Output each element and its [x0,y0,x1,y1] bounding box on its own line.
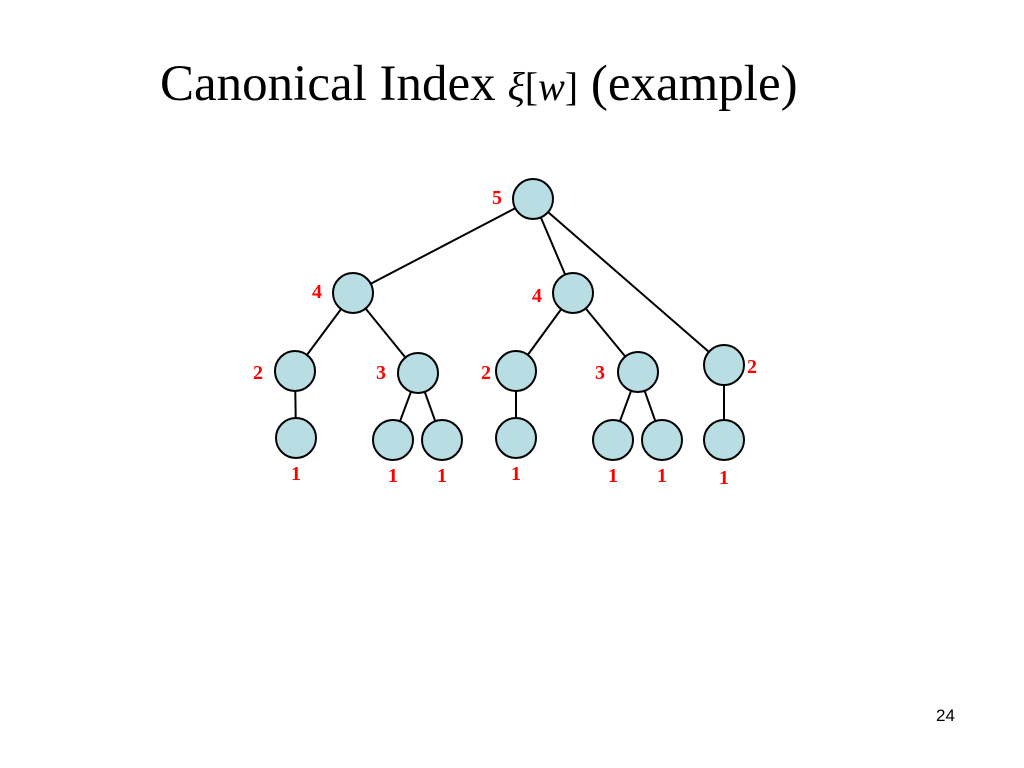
tree-node-a1x [275,417,317,459]
tree-node-label-a1x: 1 [291,463,301,485]
tree-node-label-a2: 3 [376,362,386,384]
tree-node-b1 [495,350,537,392]
tree-edge-root-c [532,198,725,366]
tree-node-label-b2y: 1 [657,465,667,487]
tree-node-b [552,272,594,314]
tree-node-b2 [617,351,659,393]
tree-node-a1 [274,350,316,392]
title-text: Canonical Index [160,56,496,112]
title-suffix: (example) [590,56,798,112]
tree-node-label-a: 4 [312,281,322,303]
tree-node-a2x [372,419,414,461]
tree-node-label-b2x: 1 [608,465,618,487]
page-number: 24 [936,706,955,725]
tree-node-label-a2y: 1 [437,465,447,487]
tree-nodes [274,178,745,461]
tree-node-label-a2x: 1 [388,465,398,487]
tree-node-label-cx: 1 [719,467,729,489]
title-symbol: ξ [507,64,525,109]
tree-node-b2x [592,419,634,461]
title-formula: ξ[w] [508,64,578,109]
tree-node-c [703,344,745,386]
title-bracket-close: ] [564,64,579,109]
tree-node-label-b1: 2 [481,362,491,384]
tree-node-label-root: 5 [492,187,502,209]
tree-node-root [512,178,554,220]
tree-node-a [332,272,374,314]
tree-node-label-b1x: 1 [511,463,521,485]
title-bracket-open: [ [524,64,539,109]
tree-node-label-a1: 2 [253,362,263,384]
tree-node-b2y [641,419,683,461]
tree-node-a2 [397,352,439,394]
tree-labels: 5 4 4 2 2 3 2 3 1 1 1 1 1 1 1 [253,187,757,489]
tree-edge-root-a [352,198,534,294]
tree-edges [294,198,725,441]
tree-node-label-c: 2 [747,356,757,378]
tree-node-label-b: 4 [532,285,542,307]
tree-node-cx [703,419,745,461]
tree-node-a2y [421,419,463,461]
title-variable: w [538,64,565,109]
tree-node-b1x [495,417,537,459]
tree-node-label-b2: 3 [595,362,605,384]
